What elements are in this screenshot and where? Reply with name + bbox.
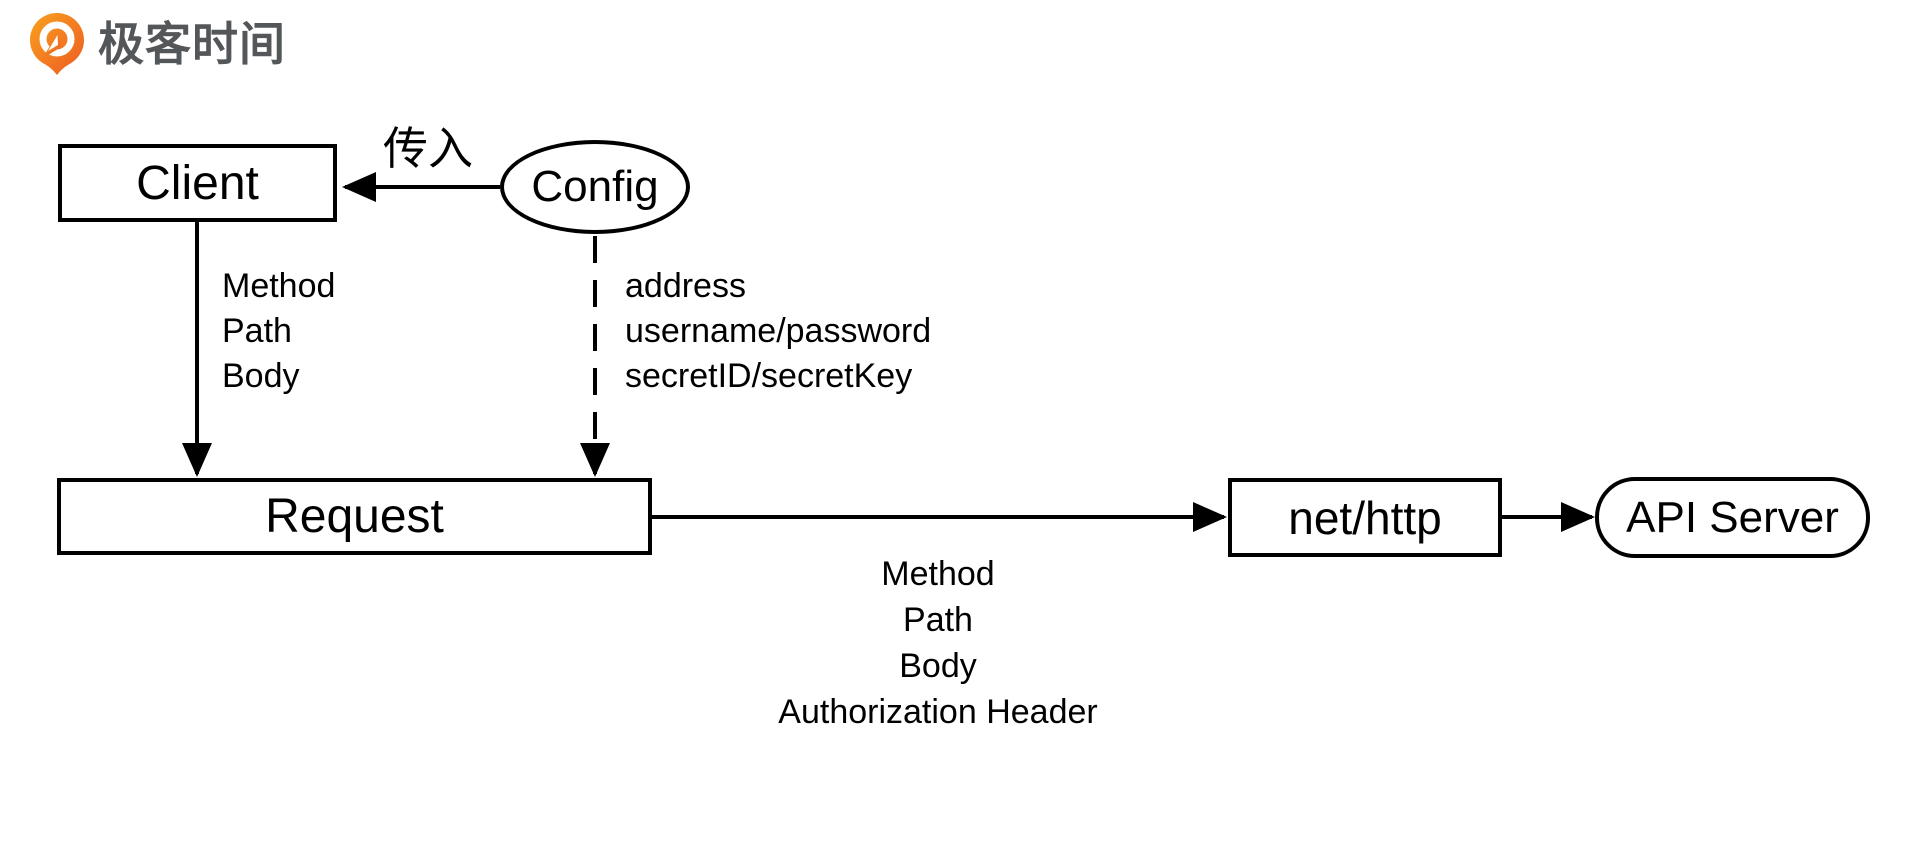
node-request: Request (57, 478, 652, 555)
edge-label-path-2: Path (903, 601, 973, 639)
edge-label-method: Method (222, 267, 336, 305)
edge-label-authorization-header: Authorization Header (778, 693, 1098, 731)
geektime-pin-icon (30, 13, 84, 75)
edge-label-path: Path (222, 312, 292, 350)
logo-wordmark: 极客时间 (98, 18, 286, 70)
node-client: Client (58, 144, 337, 222)
node-api-server: API Server (1595, 477, 1870, 558)
edge-label-chuan-ru: 传入 (383, 123, 474, 174)
edge-label-body: Body (222, 357, 300, 395)
node-config: Config (500, 140, 690, 234)
edge-label-address: address (625, 267, 746, 305)
edge-labels-config-to-request: address username/password secretID/secre… (625, 264, 931, 399)
node-client-label: Client (136, 156, 259, 210)
node-nethttp-label: net/http (1288, 491, 1442, 544)
geektime-logo: 极客时间 (28, 12, 286, 76)
edge-labels-client-to-request: Method Path Body (222, 264, 335, 399)
node-nethttp: net/http (1228, 478, 1502, 557)
node-api-server-label: API Server (1626, 492, 1839, 542)
edge-label-method-2: Method (881, 555, 995, 593)
edge-label-username-password: username/password (625, 312, 932, 350)
node-request-label: Request (265, 490, 444, 543)
node-config-label: Config (531, 162, 659, 211)
edge-labels-request-to-nethttp: Method Path Body Authorization Header (778, 551, 1097, 735)
edge-label-secretid-secretkey: secretID/secretKey (625, 357, 913, 395)
edge-label-body-2: Body (899, 647, 977, 685)
